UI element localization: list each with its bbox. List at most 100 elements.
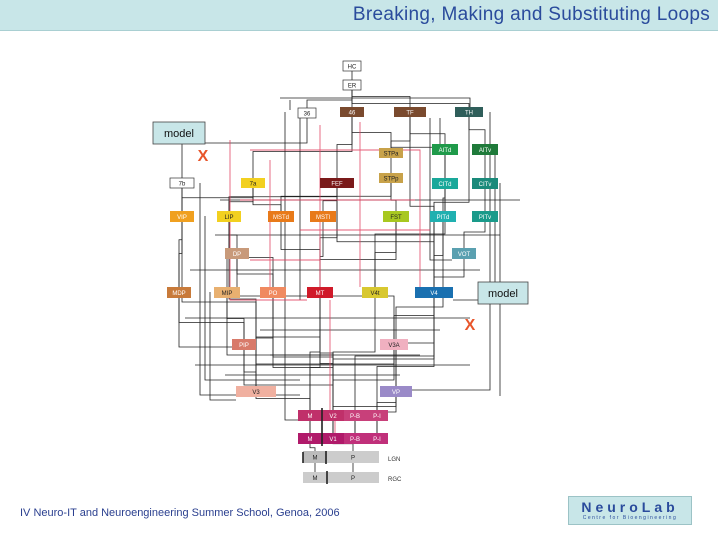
area-node-label: MSTd [273,215,289,221]
area-node-box [268,211,294,222]
connection-line [354,292,435,416]
area-node-box [303,451,327,463]
connection-line [395,216,444,392]
area-node-pi2: P-I [366,410,388,421]
area-node-v4: V4 [415,287,453,298]
area-node-box [307,287,333,298]
connection-line [319,216,397,293]
area-node-label: CITv [479,182,492,188]
area-node-v1: V1 [322,433,344,444]
area-node-pi1: P-I [366,433,388,444]
area-node-label: M [308,414,313,420]
area-node-box [241,178,265,188]
area-node-label: MT [316,291,325,297]
area-node-po: PO [260,287,286,298]
area-node-label: STPp [383,177,399,183]
callout-label: model [164,128,194,140]
bus-line [429,118,452,261]
area-node-pip: PIP [232,339,256,350]
area-node-label: PO [269,291,278,297]
area-node-pb1: P-B [344,433,366,444]
bus-line [280,97,471,107]
area-node-box [472,144,498,155]
area-node-v3a: V3A [380,339,408,350]
area-node-mip: MIP [214,287,240,298]
area-node-box [169,177,195,189]
cut-mark-x-left: X [198,148,209,165]
area-node-m2: M [298,410,322,421]
area-node-label: VP [392,390,400,396]
area-node-label: V3A [388,343,399,349]
area-node-box [167,287,191,298]
area-node-36: 36 [297,107,317,119]
area-node-box [340,107,364,117]
loop-lines [229,122,430,433]
area-node-box [217,211,241,222]
area-node-label: V4 [430,291,438,297]
area-node-box [432,178,458,189]
area-node-m1: M [298,433,322,444]
area-node-box [214,287,240,298]
area-node-label: M [313,456,318,462]
connection-line [306,85,353,113]
area-node-label: 7b [179,182,186,188]
area-node-label: P [351,456,355,462]
bus-line [453,150,496,301]
area-node-label: MIP [222,291,233,297]
connection-line [226,292,334,416]
connection-line [181,113,308,183]
area-node-label: 46 [349,111,356,117]
loop-line [250,149,421,290]
area-node-box [344,410,366,421]
area-node-box [303,472,327,483]
connection-line [178,183,183,293]
area-node-label: TF [406,111,414,117]
area-node-box [383,211,409,222]
connection-line [236,253,274,293]
area-node-mstl: MSTl [310,211,336,222]
layer-label-lgn: LGN [388,457,400,463]
loop-line [250,259,321,287]
connection-line [468,112,486,150]
connection-line [336,112,353,183]
area-node-label: M [308,437,313,443]
area-node-label: TH [465,111,473,117]
area-node-label: STPa [383,152,399,158]
area-node-label: FST [390,215,402,221]
connection-line [433,216,444,293]
bus-line [412,112,491,391]
area-node-label: V4t [370,291,379,297]
area-node-pitd: PITd [430,211,456,222]
area-node-box [472,211,498,222]
connection-line [252,112,353,183]
connection-line [319,183,338,293]
area-node-box [260,287,286,298]
area-node-label: AITd [439,148,452,154]
area-node-box [327,472,379,483]
connection-line [376,292,435,439]
area-node-label: V1 [329,437,337,443]
area-node-stpa: STPa [379,148,403,158]
area-node-box [452,248,476,259]
slide-title: Breaking, Making and Substituting Loops [352,4,710,25]
area-node-rgcm: M [303,472,327,483]
connection-line [272,292,334,416]
area-node-box [298,433,322,444]
area-node-fef: FEF [320,178,354,188]
callout-label: model [488,288,518,300]
area-node-box [236,386,276,397]
area-node-box [394,107,426,117]
connection-line [255,292,274,392]
connection-line [236,253,395,345]
area-node-box [342,60,362,72]
area-node-aitv: AITv [472,144,498,155]
area-node-label: V3 [252,390,260,396]
area-node-box [430,211,456,222]
area-node-box [342,79,362,91]
logo-main-text: NeuroLab [581,499,679,515]
connection-line [280,216,321,293]
connection-line [374,216,397,293]
bus-line [209,292,236,401]
area-node-box [362,287,388,298]
